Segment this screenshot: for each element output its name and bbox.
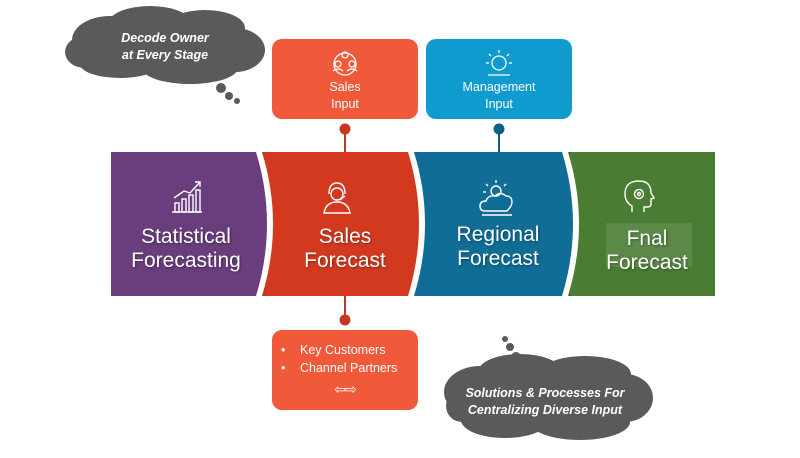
management-input-line-1: Management [462,80,536,94]
sales-input-line-1: Sales [329,80,361,94]
stage-label-4: Fnal Forecast [574,227,720,275]
head-gear-icon [624,180,656,212]
stage-2-line-1: Sales [318,225,372,248]
lightbulb-user-icon [486,50,512,76]
stage-3-line-2: Forecast [457,247,539,270]
stage-1-line-2: Forecasting [131,249,241,272]
bottom-thought-cloud [444,336,653,440]
bottom-box-list: Key Customers Channel Partners [281,341,411,377]
stage-block-1 [111,152,267,296]
stage-1-line-1: Statistical [141,225,231,248]
stage-block-3 [414,152,573,296]
stage-block-2 [262,152,419,296]
management-input-line-2: Input [485,97,513,111]
left-right-arrows-icon: ⇦⇨ [334,381,356,397]
bottom-cloud-line-1: Solutions & Processes For [465,386,625,400]
top-cloud-line-1: Decode Owner [121,31,209,45]
top-cloud-text: Decode Owner at Every Stage [95,30,235,64]
top-cloud-line-2: at Every Stage [121,48,209,62]
stage-label-3: Regional Forecast [424,223,572,271]
management-input-box [426,39,572,119]
management-input-label: Management Input [426,79,572,113]
stage-4-line-1: Fnal [626,227,668,250]
bar-chart-icon [172,181,202,213]
stage-3-line-1: Regional [456,223,540,246]
sales-input-line-2: Input [331,97,359,111]
sales-input-connector-dot [339,123,351,135]
bottom-cloud-text: Solutions & Processes For Centralizing D… [450,385,640,419]
sales-input-label: Sales Input [272,79,418,113]
stage-block-4 [568,152,715,296]
top-thought-cloud [65,6,265,104]
list-item: Channel Partners [281,359,411,377]
stage-2-line-2: Forecast [304,249,386,272]
sales-input-box [272,39,418,119]
management-input-connector-dot [493,123,505,135]
stage-label-2: Sales Forecast [272,225,418,273]
stage-label-1: Statistical Forecasting [111,225,261,273]
stage-4-line-2: Forecast [606,251,688,274]
people-network-icon [332,51,358,76]
headset-user-icon [323,182,351,214]
list-item: Key Customers [281,341,411,359]
bottom-box-connector-dot [339,314,351,326]
sun-cloud-icon [479,180,513,216]
bottom-cloud-line-2: Centralizing Diverse Input [467,403,623,417]
